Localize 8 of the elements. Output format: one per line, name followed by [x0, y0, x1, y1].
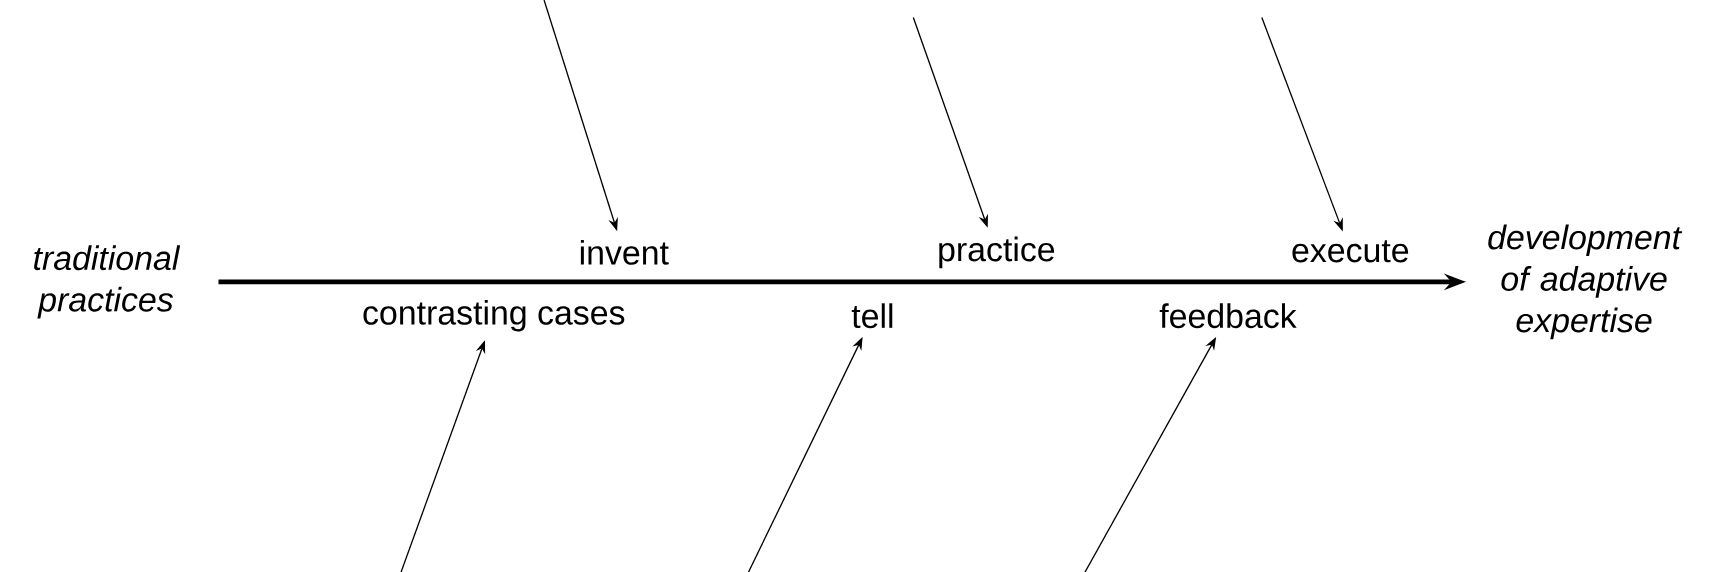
end-label: development of adaptive expertise	[1488, 224, 1683, 339]
factor-label: practice	[939, 236, 1055, 268]
factor-label: feedback	[1159, 303, 1297, 328]
end-label: traditional practices	[34, 245, 181, 319]
factor-label: contrasting cases	[363, 299, 625, 332]
factor-label: execute	[1292, 239, 1409, 263]
factor-label: invent	[580, 239, 669, 265]
factor-label: tell	[851, 303, 893, 328]
